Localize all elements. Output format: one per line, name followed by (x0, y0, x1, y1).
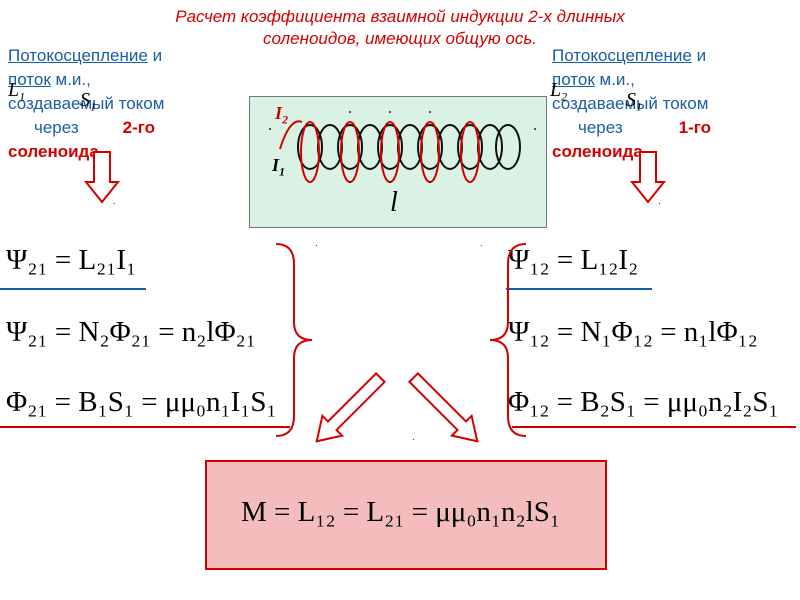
right-word-and: и (691, 46, 707, 65)
left-eq-3-underline (0, 426, 290, 428)
left-word-second: 2-го (122, 118, 156, 137)
left-word-flux-linkage: Потокосцепление (8, 46, 148, 65)
left-down-arrow-icon (83, 151, 121, 204)
right-eq-1-underline (506, 288, 652, 290)
label-I1: I1 (272, 155, 285, 180)
dot-marker: . (480, 238, 483, 249)
label-I2: I2 (275, 103, 288, 128)
label-length: l (390, 187, 398, 218)
left-word-mi: м.и., (50, 70, 91, 89)
right-symbol-S: S1 (626, 88, 686, 118)
right-word-solenoid: соленоида (552, 142, 643, 161)
right-word-flux: поток (552, 70, 595, 89)
left-word-created: создаваемый током (8, 94, 165, 113)
right-word-created: создаваемый током (552, 94, 709, 113)
right-brace-icon (489, 243, 527, 437)
dot-marker: . (658, 196, 661, 207)
result-equation: M = L₁₂ = L₂₁ = μμ₀n₁n₂lS₁ (241, 496, 560, 528)
left-brace-icon (275, 243, 313, 437)
left-S-letter: S (80, 89, 90, 111)
left-L-sub: 1 (19, 89, 26, 104)
label-I2-sub: 2 (282, 112, 289, 127)
right-S-letter: S (626, 89, 636, 111)
left-description: Потокосцепление и поток м.и., создаваемы… (8, 44, 258, 164)
label-I1-letter: I (272, 155, 280, 175)
right-description: Потокосцепление и поток м.и., создаваемы… (552, 44, 800, 164)
label-I1-sub: 1 (279, 164, 286, 179)
left-eq-3: Φ₂₁ = B₁S₁ = μμ₀n₁I₁S₁ (6, 386, 277, 418)
slide-title: Расчет коэффициента взаимной индукции 2-… (60, 6, 740, 50)
solenoid-diagram: I2 I1 l (249, 96, 547, 228)
dot-marker: . (412, 432, 415, 443)
right-word-first: 1-го (678, 118, 712, 137)
title-line-2: соленоидов, имеющих общую ось. (262, 29, 538, 48)
label-I2-letter: I (275, 103, 283, 123)
dot-marker: . (113, 196, 116, 207)
diagonal-arrow-right-icon (315, 371, 387, 443)
result-box: M = L₁₂ = L₂₁ = μμ₀n₁n₂lS₁ (205, 460, 607, 570)
right-eq-3-underline (512, 426, 796, 428)
left-eq-1: Ψ₂₁ = L₂₁I₁ (6, 244, 137, 276)
diagonal-arrow-left-icon (407, 371, 479, 443)
dot-marker: . (315, 238, 318, 249)
left-S-sub: 1 (90, 99, 96, 114)
right-word-through: через (578, 118, 623, 137)
right-S-sub: 1 (636, 99, 642, 114)
left-word-solenoid: соленоида (8, 142, 99, 161)
right-symbol-L: L2 (550, 78, 610, 108)
right-L-sub: 2 (561, 89, 568, 104)
left-word-through: через (34, 118, 79, 137)
right-word-mi: м.и., (594, 70, 635, 89)
right-down-arrow-icon (629, 151, 667, 204)
right-eq-3: Φ₁₂ = B₂S₁ = μμ₀n₂I₂S₁ (508, 386, 779, 418)
right-word-flux-linkage: Потокосцепление (552, 46, 692, 65)
solenoid-coils-icon (269, 111, 536, 183)
left-symbol-S: S1 (80, 88, 140, 118)
left-symbol-L: L1 (8, 78, 68, 108)
left-word-flux: поток (8, 70, 51, 89)
left-word-and: и (147, 46, 163, 65)
right-eq-2: Ψ₁₂ = N₁Φ₁₂ = n₁lΦ₁₂ (508, 316, 758, 348)
left-eq-1-underline (0, 288, 146, 290)
right-L-letter: L (550, 79, 562, 101)
right-eq-1: Ψ₁₂ = L₁₂I₂ (508, 244, 639, 276)
left-L-letter: L (8, 79, 20, 101)
left-eq-2: Ψ₂₁ = N₂Φ₂₁ = n₂lΦ₂₁ (6, 316, 256, 348)
title-line-1: Расчет коэффициента взаимной индукции 2-… (175, 7, 625, 26)
